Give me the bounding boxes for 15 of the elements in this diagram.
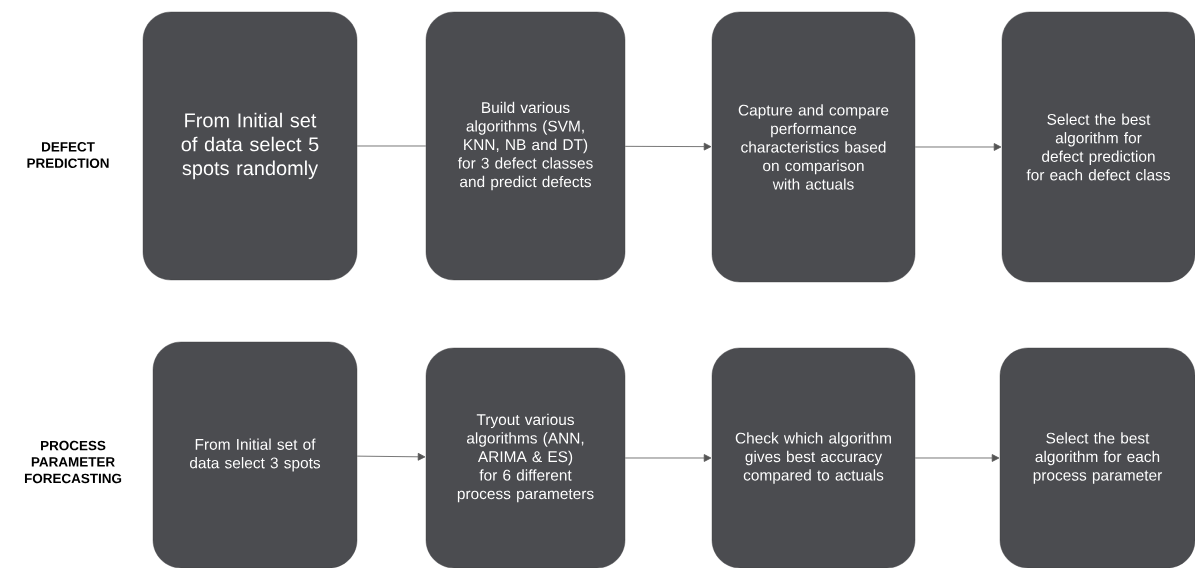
arrow	[624, 454, 712, 462]
process-box: Tryout various algorithms (ANN, ARIMA & ES) for 6 different process parameters	[425, 347, 626, 568]
process-box: From Initial set of data select 5 spots randomly	[142, 11, 358, 281]
process-box: Select the best algorithm for each process parameter	[999, 347, 1195, 568]
process-box: Select the best algorithm for defect prediction for each defect class	[1001, 11, 1195, 283]
arrow	[356, 452, 426, 461]
process-box: From Initial set of data select 3 spots	[152, 341, 358, 568]
process-box: Build various algorithms (SVM, KNN, NB and DT) for 3 defect classes and predict defects	[425, 11, 626, 281]
row-label: PROCESS PARAMETER FORECASTING	[24, 440, 122, 484]
process-box: Capture and compare performance characteristics based on comparison with actuals	[711, 11, 916, 283]
arrow	[914, 454, 1000, 462]
arrow	[914, 143, 1002, 151]
process-box: Check which algorithm gives best accuracy compared to actuals	[711, 347, 916, 568]
arrow	[624, 142, 712, 151]
row-label: DEFECT PREDICTION	[27, 142, 109, 168]
